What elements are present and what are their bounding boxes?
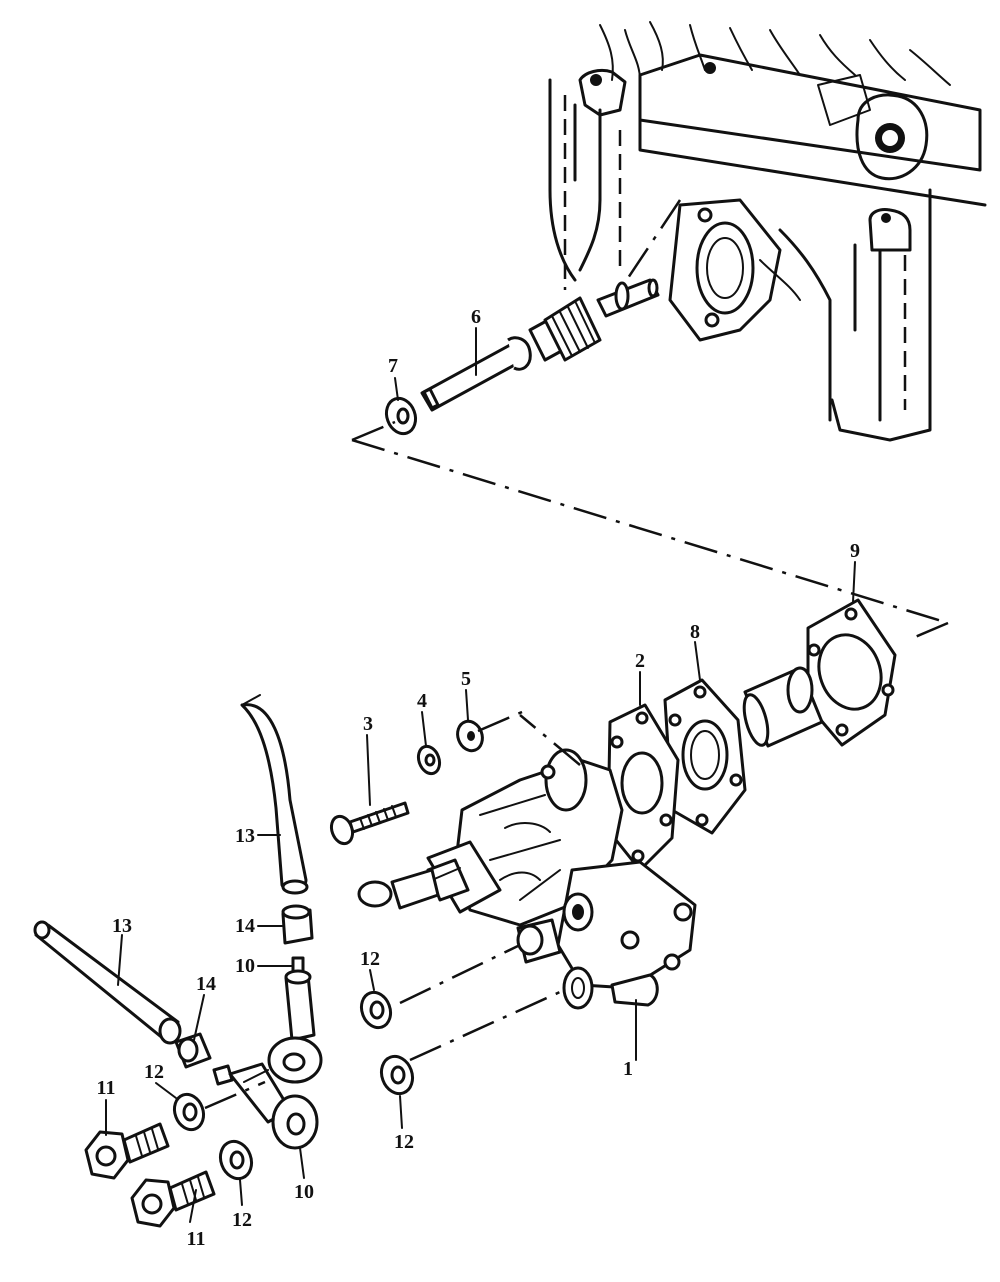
- callout-2: 2: [635, 650, 645, 672]
- banjo-fitting-part-10-upper: [267, 956, 323, 1084]
- sleeve-part-14-upper: [281, 904, 314, 945]
- washer-part-12-b: [379, 1054, 415, 1096]
- assembly-line: [351, 420, 396, 442]
- callout-9: 9: [850, 540, 860, 562]
- callout-12-b: 12: [394, 1131, 414, 1153]
- assembly-line: [907, 621, 949, 642]
- callout-labels: 1 2 3 4 5 6 7 8 9 10 10 11 11 12 12 12 1…: [97, 306, 860, 1250]
- assembly-line: [351, 438, 949, 625]
- drive-shaft-part-6: [420, 278, 660, 412]
- callout-1: 1: [623, 1058, 633, 1080]
- bolt-part-11-lower: [130, 1170, 216, 1228]
- assembly-line: [204, 1080, 266, 1110]
- callout-11-lower: 11: [187, 1228, 206, 1250]
- washer-part-12-a: [359, 990, 393, 1030]
- engine-block: [548, 21, 987, 442]
- callout-5: 5: [461, 668, 471, 690]
- callout-12-d: 12: [232, 1209, 252, 1231]
- washer-part-12-c: [172, 1092, 206, 1132]
- sleeve-part-14-lower: [174, 1032, 212, 1069]
- callout-8: 8: [690, 621, 700, 643]
- assembly-line: [477, 710, 523, 733]
- callout-3: 3: [363, 713, 373, 735]
- screw-part-3: [329, 801, 410, 846]
- callout-6: 6: [471, 306, 481, 328]
- callout-13-lower: 13: [112, 915, 132, 937]
- callout-12-a: 12: [360, 948, 380, 970]
- callout-4: 4: [417, 690, 427, 712]
- washer-part-5: [456, 719, 484, 753]
- gasket-part-8: [663, 678, 747, 835]
- bolt-part-11-upper: [84, 1122, 170, 1180]
- leader-lines: [105, 327, 856, 1223]
- callout-12-c: 12: [144, 1061, 164, 1083]
- washer-part-4: [416, 744, 442, 776]
- hose-part-13-upper: [240, 694, 309, 895]
- gasket-part-9: [806, 598, 897, 747]
- callout-13-upper: 13: [235, 825, 255, 847]
- washer-part-12-d: [218, 1139, 254, 1181]
- banjo-fitting-part-10-lower: [212, 1062, 319, 1150]
- callout-10-upper: 10: [235, 955, 255, 977]
- callout-14-lower: 14: [196, 973, 216, 995]
- pump-housing-adapter: [742, 666, 824, 748]
- callout-10-lower: 10: [294, 1181, 314, 1203]
- hose-part-13-lower: [33, 920, 182, 1045]
- callout-7: 7: [388, 355, 398, 377]
- callout-11-upper: 11: [97, 1077, 116, 1099]
- oil-pump-part-1: [357, 714, 697, 1062]
- callout-14-upper: 14: [235, 915, 255, 937]
- washer-part-7: [384, 396, 418, 436]
